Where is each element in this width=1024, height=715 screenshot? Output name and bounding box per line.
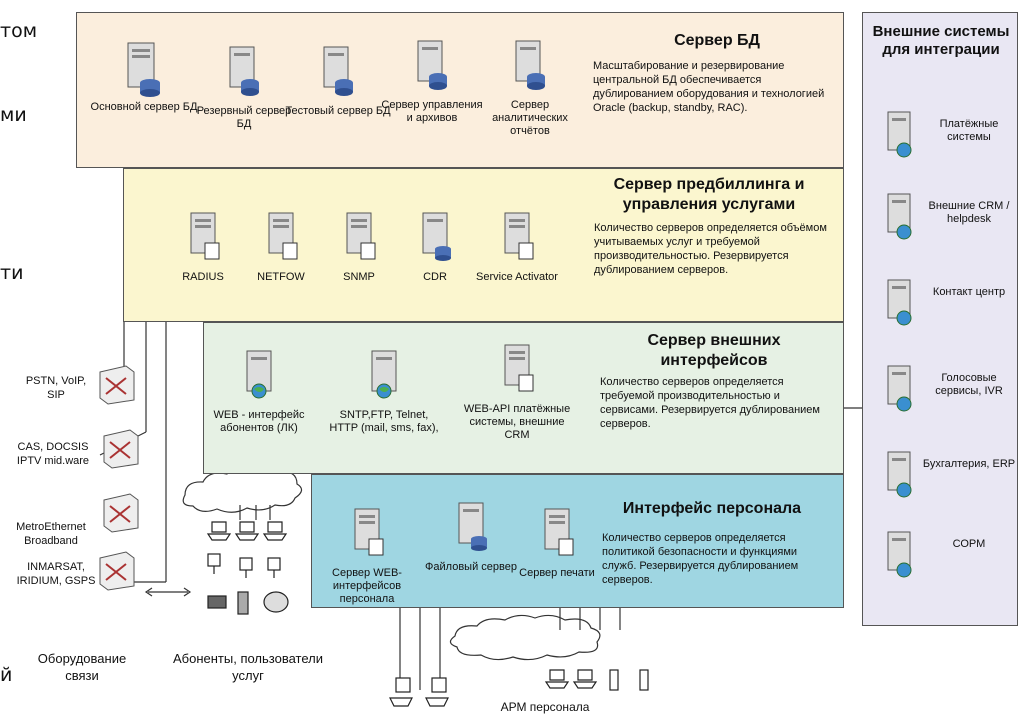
equipment-label: INMARSAT, IRIDIUM, GSPS: [16, 561, 96, 587]
web-server-icon: [887, 365, 912, 412]
web-server-icon: [887, 111, 912, 158]
external-system-node: СОРМ: [870, 530, 1020, 584]
server-node: Сервер печати: [502, 505, 612, 580]
web-server-icon: [887, 193, 912, 240]
prebilling-server-panel: Сервер предбиллинга и управления услугам…: [123, 168, 844, 322]
db-server-icon: [515, 40, 545, 90]
cropped-text-fragment: й: [0, 664, 13, 686]
router-icon: [99, 365, 135, 405]
cropped-text-fragment: ми: [0, 104, 27, 126]
server-node: Резервный сервер БД: [189, 43, 299, 131]
external-system-node: Бухгалтерия, ERP: [870, 450, 1020, 504]
db-server-panel: Сервер БД Масштабирование и резервирован…: [76, 12, 844, 168]
external-system-node: Контакт центр: [870, 278, 1020, 332]
panel-description: Количество серверов определяется политик…: [602, 532, 799, 586]
db-server-icon: [323, 46, 353, 96]
server-doc-icon: [268, 212, 298, 260]
external-system-label: Платёжные системы: [939, 118, 999, 143]
server-node: Тестовый сервер БД: [283, 43, 393, 118]
web-server-icon: [887, 451, 912, 498]
panel-description: Количество серверов определяется объёмом…: [594, 222, 827, 276]
server-label: Сервер управления и архивов: [381, 99, 483, 124]
subscribers-label: Абоненты, пользователи услуг: [172, 651, 323, 683]
db-server-icon: [458, 502, 487, 551]
router-icon: [99, 551, 135, 591]
server-label: WEB - интерфейс абонентов (ЛК): [213, 409, 305, 434]
server-node: WEB-API платёжные системы, внешние CRM: [462, 341, 572, 442]
server-label: SNMP: [343, 271, 375, 283]
server-node: CDR: [380, 209, 490, 284]
web-server-icon: [246, 350, 272, 399]
panel-title: Интерфейс персонала: [622, 500, 802, 517]
panel-title: Внешние системы для интеграции: [872, 23, 1010, 58]
cropped-text-fragment: ти: [0, 262, 24, 284]
staff-interface-panel: Интерфейс персонала Количество серверов …: [311, 474, 844, 608]
server-db-icon: [422, 212, 451, 261]
workstation-icon: [389, 677, 449, 707]
server-label: Тестовый сервер БД: [285, 105, 391, 117]
external-system-label: Бухгалтерия, ERP: [922, 458, 1016, 470]
server-node: RADIUS: [148, 209, 258, 284]
web-server-icon: [887, 531, 912, 578]
server-doc-icon: [190, 212, 220, 260]
server-node: Сервер аналитических отчётов: [475, 37, 585, 138]
workstations-label: АРМ персонала: [500, 700, 590, 714]
server-node: NETFOW: [226, 209, 336, 284]
db-server-icon: [127, 42, 160, 97]
db-server-icon: [417, 40, 447, 90]
server-label: RADIUS: [182, 271, 224, 283]
cropped-text-fragment: том: [0, 20, 38, 42]
panel-title: Сервер предбиллинга и управления услугам…: [613, 176, 805, 213]
server-label: Сервер аналитических отчётов: [492, 99, 568, 137]
db-server-icon: [229, 46, 259, 96]
server-doc-icon: [504, 212, 534, 260]
server-node: Сервер WEB-интерфейсов персонала: [312, 505, 422, 606]
server-doc-icon: [504, 344, 534, 392]
server-doc-icon: [544, 508, 574, 556]
external-system-label: Контакт центр: [932, 286, 1006, 298]
server-label: Резервный сервер БД: [196, 105, 292, 130]
external-system-label: Внешние CRM / helpdesk: [928, 200, 1010, 225]
router-icon: [103, 493, 139, 533]
server-label: NETFOW: [257, 271, 305, 283]
web-server-icon: [887, 279, 912, 326]
panel-title: Сервер внешних интерфейсов: [647, 332, 781, 369]
server-node: Файловый сервер: [416, 499, 526, 574]
server-node: Service Activator: [462, 209, 572, 284]
panel-description: Масштабирование и резервирование централ…: [593, 60, 825, 114]
panel-description: Количество серверов определяется требуем…: [600, 376, 820, 430]
server-label: Файловый сервер: [425, 561, 517, 573]
server-label: Основной сервер БД: [90, 101, 198, 113]
external-interfaces-panel: Сервер внешних интерфейсов Количество се…: [203, 322, 844, 474]
server-node: Сервер управления и архивов: [377, 37, 487, 125]
equipment-label: CAS, DOCSIS IPTV mid.ware: [16, 441, 90, 467]
subscriber-devices-icon: [206, 521, 289, 615]
server-label: SNTP,FTP, Telnet, HTTP (mail, sms, fax),: [329, 409, 439, 434]
server-label: CDR: [423, 271, 447, 283]
external-system-node: Внешние CRM / helpdesk: [870, 192, 1020, 246]
server-label: Сервер печати: [519, 567, 595, 579]
external-system-label: СОРМ: [952, 538, 986, 550]
panel-title: Сервер БД: [674, 32, 760, 49]
server-node: SNMP: [304, 209, 414, 284]
server-doc-icon: [354, 508, 384, 556]
workstation-icon: [544, 669, 649, 691]
server-label: WEB-API платёжные системы, внешние CRM: [463, 403, 571, 441]
server-node: SNTP,FTP, Telnet, HTTP (mail, sms, fax),: [329, 347, 439, 435]
external-system-label: Голосовые сервисы, IVR: [935, 372, 1003, 397]
server-doc-icon: [346, 212, 376, 260]
equipment-label: MetroEthernet Broadband: [16, 521, 86, 547]
server-node: Основной сервер БД: [89, 39, 199, 114]
server-label: Сервер WEB-интерфейсов персонала: [332, 567, 402, 605]
equipment-label: PSTN, VoIP, SIP: [25, 375, 87, 401]
web-server-icon: [371, 350, 397, 399]
server-node: WEB - интерфейс абонентов (ЛК): [204, 347, 314, 435]
equipment-group-label: Оборудование связи: [37, 651, 127, 683]
server-label: Service Activator: [476, 271, 558, 283]
router-icon: [103, 429, 139, 469]
external-system-node: Платёжные системы: [870, 110, 1020, 164]
external-system-node: Голосовые сервисы, IVR: [870, 364, 1020, 418]
